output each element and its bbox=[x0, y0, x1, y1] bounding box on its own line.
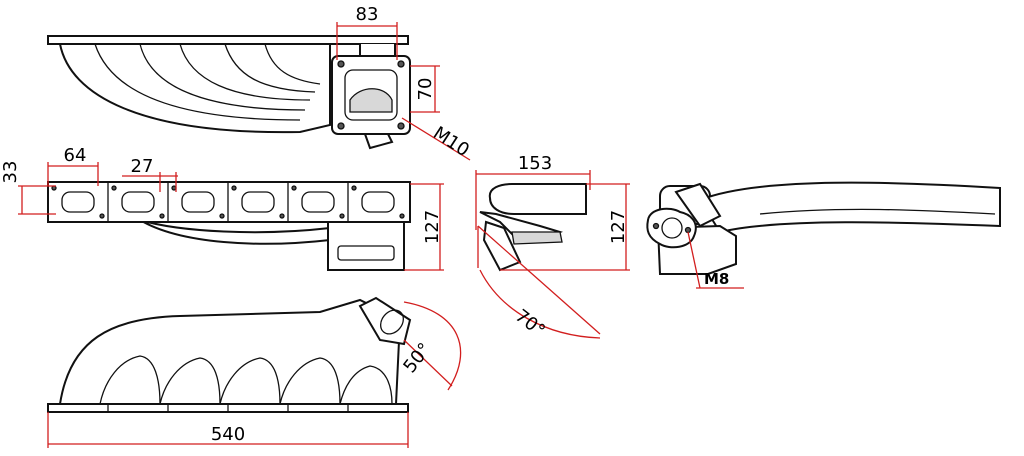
top-view-port-interior bbox=[349, 88, 393, 113]
callout-stud-thread-label: M10 bbox=[429, 123, 473, 162]
end-view-wastegate-port bbox=[661, 217, 683, 239]
top-view-pipe-neck bbox=[359, 44, 396, 57]
front-view bbox=[47, 181, 411, 271]
top-view-runner-2 bbox=[139, 43, 306, 111]
dim-port-height-label: 33 bbox=[0, 161, 21, 184]
callout-stud-thread: M10 bbox=[401, 117, 473, 162]
top-view-head-flange bbox=[47, 35, 409, 45]
end-view-wastegate-flange bbox=[646, 207, 697, 249]
top-view-wastegate-stub bbox=[363, 133, 394, 150]
top-view-runner-5 bbox=[264, 43, 321, 85]
side-view bbox=[479, 183, 587, 272]
exhaust-port-1 bbox=[61, 191, 95, 213]
exhaust-port-3 bbox=[181, 191, 215, 213]
dim-flange-height-label: 70 bbox=[415, 78, 436, 101]
side-view-wastegate bbox=[511, 231, 563, 245]
top-view-stud-2 bbox=[397, 60, 405, 68]
front-view-runner-body bbox=[139, 219, 331, 245]
dim-overall-length-label: 540 bbox=[211, 424, 245, 445]
dim-flange-height: 70 bbox=[410, 65, 440, 113]
callout-wastegate-thread-label: M8 bbox=[704, 270, 729, 288]
exhaust-port-2 bbox=[121, 191, 155, 213]
end-view-collector bbox=[674, 182, 722, 228]
bottom-view-runner-body bbox=[58, 298, 402, 405]
front-view-turbo-slot bbox=[337, 245, 395, 261]
top-view-stud-4 bbox=[397, 122, 405, 130]
top-view-runner-3 bbox=[179, 43, 311, 101]
top-view-turbo-port bbox=[344, 69, 398, 121]
dim-head-flange-height: 127 bbox=[404, 183, 444, 271]
top-view-runner-body bbox=[58, 43, 331, 134]
side-view-head-flange bbox=[488, 183, 587, 215]
bottom-view-turbo-port bbox=[380, 309, 404, 335]
angle-turbo-label: 70° bbox=[511, 305, 549, 341]
dim-port-spacing: 27 bbox=[122, 156, 178, 192]
dim-port-height: 33 bbox=[0, 161, 56, 215]
dim-port-width-label: 64 bbox=[64, 145, 87, 166]
dim-side-depth-label: 153 bbox=[518, 153, 552, 174]
side-view-turbo-flange bbox=[482, 220, 522, 272]
dim-side-height: 127 bbox=[500, 183, 630, 271]
dim-flange-width: 83 bbox=[336, 4, 398, 60]
callout-wastegate-thread: M8 bbox=[687, 231, 744, 289]
end-view-runner-tube bbox=[698, 181, 1001, 234]
dim-overall-length: 540 bbox=[47, 412, 409, 448]
bottom-view bbox=[47, 296, 412, 413]
top-view-stud-3 bbox=[337, 122, 345, 130]
top-view-runner-4 bbox=[224, 43, 316, 93]
end-view-runner-seam bbox=[759, 208, 996, 215]
dim-side-depth: 153 bbox=[475, 153, 591, 230]
top-view-runner-1 bbox=[94, 43, 301, 121]
top-view bbox=[47, 35, 411, 150]
end-view bbox=[646, 181, 1001, 275]
exhaust-port-6 bbox=[361, 191, 395, 213]
exhaust-port-5 bbox=[301, 191, 335, 213]
dim-port-spacing-label: 27 bbox=[131, 156, 154, 177]
exhaust-port-4 bbox=[241, 191, 275, 213]
angle-flange-tilt-arc: 50° bbox=[399, 301, 462, 391]
dim-flange-width-label: 83 bbox=[356, 4, 379, 25]
dim-port-width: 64 bbox=[47, 145, 99, 186]
dim-side-height-label: 127 bbox=[608, 210, 629, 244]
bottom-view-turbo-flange bbox=[358, 296, 412, 346]
dim-head-flange-height-label: 127 bbox=[422, 210, 443, 244]
top-view-stud-1 bbox=[337, 60, 345, 68]
